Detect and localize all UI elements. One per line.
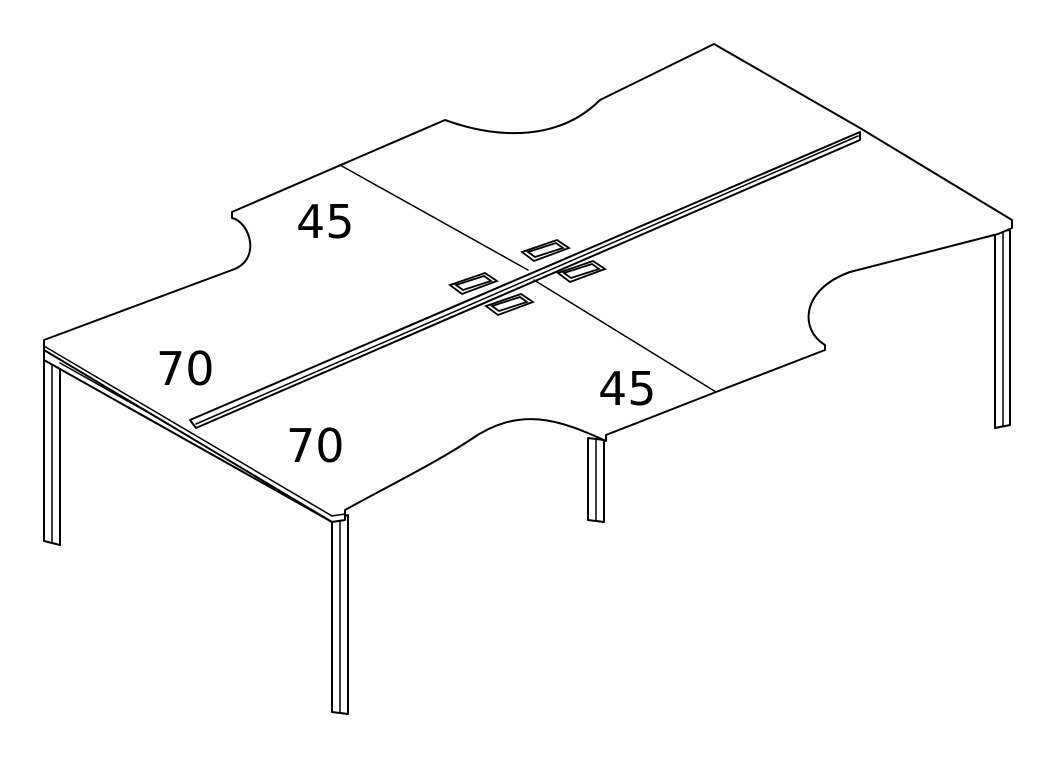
label-front-right-desk: 45 bbox=[598, 362, 657, 416]
seam-back bbox=[339, 164, 529, 271]
leg-left bbox=[43, 349, 61, 546]
cable-port-2 bbox=[520, 239, 571, 263]
leg-middle bbox=[587, 437, 605, 523]
center-spine bbox=[189, 131, 861, 429]
leg-front bbox=[331, 514, 349, 715]
seam-front bbox=[533, 279, 717, 393]
cable-port-1 bbox=[448, 272, 499, 296]
cable-port-3 bbox=[484, 293, 535, 317]
label-back-left-desk: 45 bbox=[296, 195, 355, 249]
desk-top-front-edge bbox=[43, 345, 346, 517]
cable-port-4 bbox=[556, 260, 607, 284]
leg-back-right bbox=[994, 229, 1011, 429]
label-left-desk: 70 bbox=[156, 342, 215, 396]
label-front-desk: 70 bbox=[286, 419, 345, 473]
